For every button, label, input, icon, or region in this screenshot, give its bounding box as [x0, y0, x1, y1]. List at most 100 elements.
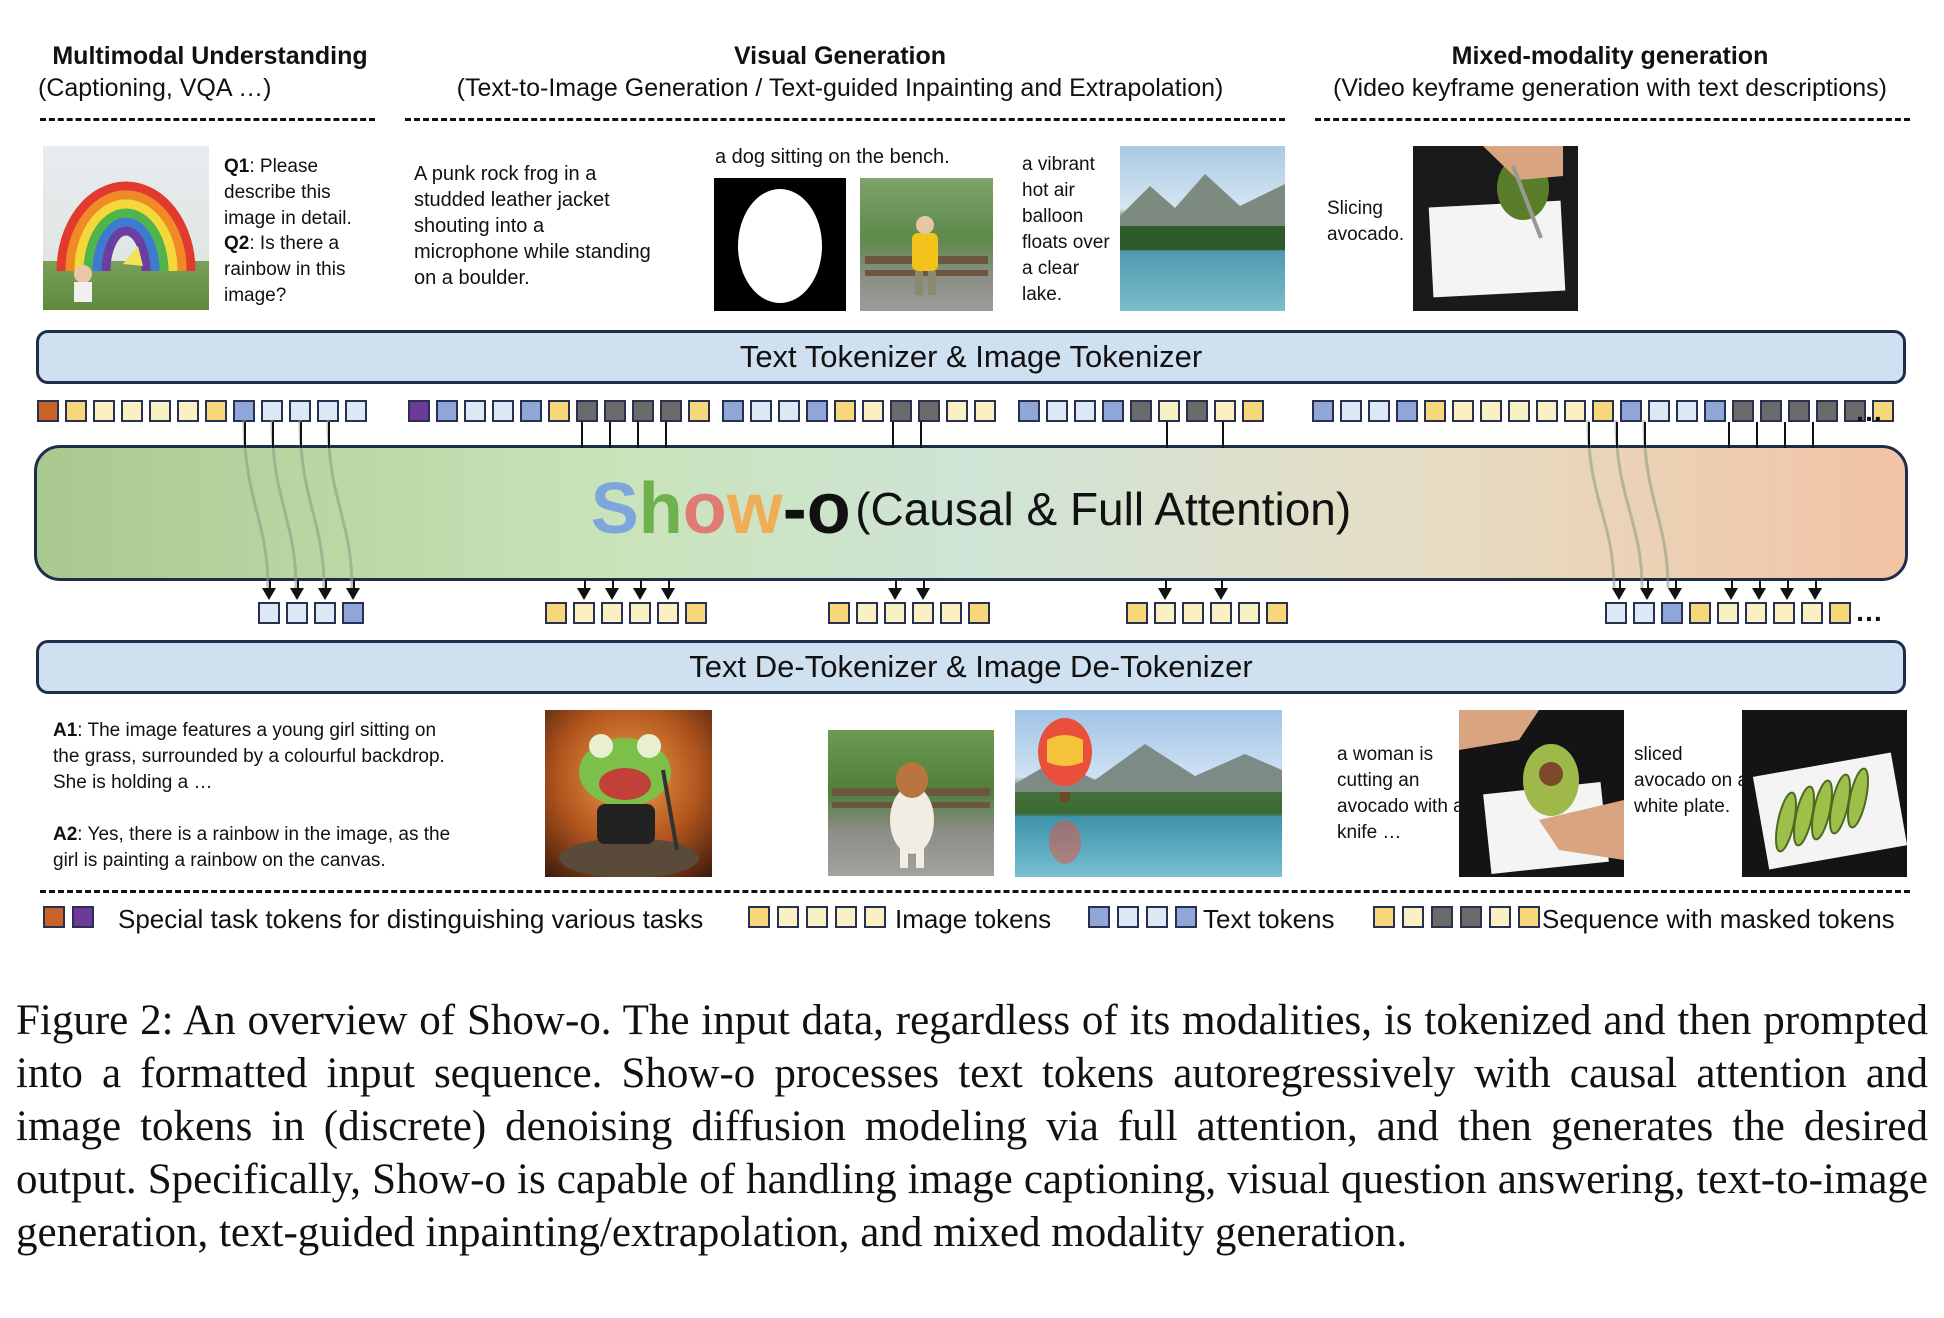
- image-token: [1689, 602, 1711, 624]
- connector-line: [300, 422, 302, 448]
- text-token: [778, 400, 800, 422]
- text-token: [1088, 906, 1110, 928]
- text-token: [1605, 602, 1627, 624]
- connector-line: [1675, 580, 1677, 588]
- image-token: [856, 602, 878, 624]
- image-token: [974, 400, 996, 422]
- image-token: [121, 400, 143, 422]
- down-arrow-icon: [1640, 588, 1654, 600]
- text-token: [436, 400, 458, 422]
- image-token: [748, 906, 770, 928]
- understanding-divider: [40, 118, 375, 121]
- text-token: [314, 602, 336, 624]
- image-token: [93, 400, 115, 422]
- image-token: [946, 400, 968, 422]
- inpaint-prompt: a dog sitting on the bench.: [715, 146, 950, 168]
- text-token: [520, 400, 542, 422]
- sliced-avocado-image: [1742, 710, 1907, 877]
- text-token: [1312, 400, 1334, 422]
- image-token: [1508, 400, 1530, 422]
- legend-masked-label: Sequence with masked tokens: [1542, 904, 1895, 934]
- down-arrow-icon: [346, 588, 360, 600]
- connector-line: [1787, 580, 1789, 588]
- down-arrow-icon: [888, 588, 902, 600]
- image-token: [1242, 400, 1264, 422]
- lake-landscape-image: [1120, 146, 1285, 311]
- model-name-letter: o: [682, 469, 727, 549]
- connector-line: [581, 422, 583, 448]
- text-token: [1648, 400, 1670, 422]
- connector-line: [612, 580, 614, 588]
- masked-token: [1844, 400, 1866, 422]
- text-token: [1633, 602, 1655, 624]
- connector-line: [1165, 580, 1167, 588]
- image-token: [940, 602, 962, 624]
- image-token: [1536, 400, 1558, 422]
- masked-token: [1816, 400, 1838, 422]
- text-token: [1396, 400, 1418, 422]
- avocado-cutting-image: [1459, 710, 1624, 877]
- image-token: [1717, 602, 1739, 624]
- image-token: [177, 400, 199, 422]
- image-token: [1564, 400, 1586, 422]
- masked-token: [1130, 400, 1152, 422]
- image-token: [657, 602, 679, 624]
- down-arrow-icon: [1780, 588, 1794, 600]
- image-token: [1214, 400, 1236, 422]
- text-token: [1018, 400, 1040, 422]
- model-name-letter: h: [638, 469, 683, 549]
- model-attention-label: (Causal & Full Attention): [855, 483, 1352, 535]
- avocado-slicing-input-image: [1413, 146, 1578, 311]
- masked-token: [604, 400, 626, 422]
- text-token: [1117, 906, 1139, 928]
- text-token: [1676, 400, 1698, 422]
- connector-line: [1784, 422, 1786, 448]
- special-token: [43, 906, 65, 928]
- detokenizer-bar: Text De-Tokenizer & Image De-Tokenizer: [36, 640, 1906, 694]
- masked-token: [660, 400, 682, 422]
- understanding-subtitle: (Captioning, VQA …): [38, 74, 272, 102]
- connector-line: [1588, 422, 1590, 448]
- down-arrow-icon: [916, 588, 930, 600]
- output-sequence-ellipsis: …: [1855, 596, 1883, 627]
- legend-special-label: Special task tokens for distinguishing v…: [118, 904, 704, 934]
- image-token: [1801, 602, 1823, 624]
- connector-line: [272, 422, 274, 448]
- image-token: [1773, 602, 1795, 624]
- t2i-prompt: A punk rock frog in a studded leather ja…: [414, 163, 651, 289]
- connector-line: [269, 580, 271, 588]
- connector-line: [668, 580, 670, 588]
- masked-token: [1460, 906, 1482, 928]
- mixed-subtitle: (Video keyframe generation with text des…: [1333, 74, 1887, 102]
- image-token: [1829, 602, 1851, 624]
- text-token: [1704, 400, 1726, 422]
- legend-text-label: Text tokens: [1203, 904, 1335, 934]
- connector-line: [1222, 422, 1224, 448]
- connector-line: [1644, 422, 1646, 448]
- image-token: [1518, 906, 1540, 928]
- visual-generation-subtitle: (Text-to-Image Generation / Text-guided …: [456, 74, 1224, 102]
- image-token: [65, 400, 87, 422]
- connector-line: [1731, 580, 1733, 588]
- dog-on-bench-image: [828, 730, 994, 876]
- image-token: [1452, 400, 1474, 422]
- image-token: [629, 602, 651, 624]
- text-token: [750, 400, 772, 422]
- connector-line: [1759, 580, 1761, 588]
- image-token: [1402, 906, 1424, 928]
- text-token: [1102, 400, 1124, 422]
- masked-token: [918, 400, 940, 422]
- masked-token: [632, 400, 654, 422]
- mixed-divider: [1315, 118, 1910, 121]
- image-token: [828, 602, 850, 624]
- down-arrow-icon: [661, 588, 675, 600]
- text-token: [1046, 400, 1068, 422]
- model-name-letter: w: [726, 469, 783, 549]
- mixed-output-text-1: a woman is cutting an avocado with a kni…: [1337, 744, 1464, 843]
- mixed-title: Mixed-modality generation: [1451, 42, 1769, 70]
- connector-line: [584, 580, 586, 588]
- image-token: [1489, 906, 1511, 928]
- connector-line: [1221, 580, 1223, 588]
- connector-line: [1815, 580, 1817, 588]
- rainbow-painting-image: [43, 146, 209, 310]
